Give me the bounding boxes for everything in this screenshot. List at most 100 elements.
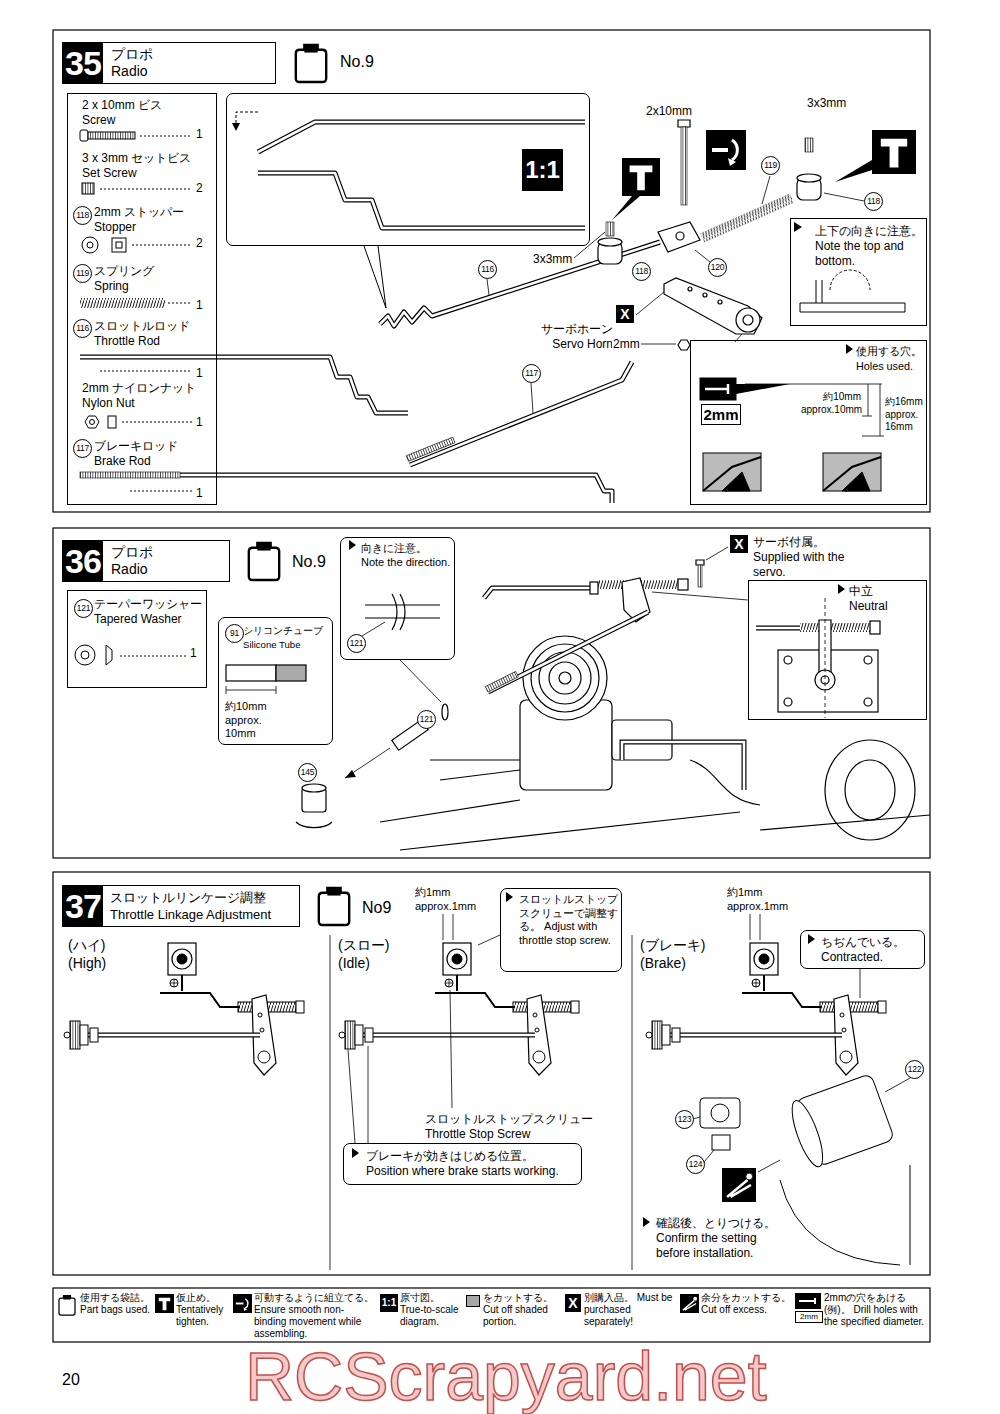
callout-number: 124 bbox=[686, 1155, 705, 1174]
adjustment-illustration bbox=[780, 1165, 910, 1265]
engine-illustration bbox=[678, 579, 688, 590]
instruction-icon bbox=[872, 130, 916, 174]
callout-number: 123 bbox=[675, 1110, 694, 1129]
instruction-icon bbox=[706, 130, 746, 170]
part-name: テーパーワッシャー Tapered Washer bbox=[94, 597, 204, 627]
detail-box: 使用する穴。 Holes used.2mm約10mm approx.10mm約1… bbox=[690, 340, 927, 505]
engine-illustration bbox=[845, 760, 895, 820]
rod-drawing bbox=[80, 472, 180, 478]
servo-inset bbox=[784, 656, 792, 664]
callout-number: 122 bbox=[905, 1060, 924, 1079]
engine-illustration bbox=[349, 540, 356, 550]
part-name: 2mm ストッパー Stopper bbox=[94, 205, 206, 235]
linkage-illustration bbox=[531, 383, 533, 413]
engine-illustration bbox=[276, 665, 306, 681]
watermark: RCScrapyard.net bbox=[245, 1340, 767, 1412]
linkage-illustration bbox=[410, 362, 632, 465]
detail-drawing bbox=[703, 453, 761, 491]
engine-illustration bbox=[365, 605, 440, 618]
quantity: 1 bbox=[196, 127, 203, 142]
legend-text: 原寸図。 True-to-scale diagram. bbox=[400, 1292, 462, 1328]
callout-number: 121 bbox=[347, 634, 366, 653]
adjustment-illustration bbox=[860, 968, 861, 998]
callout-number: 119 bbox=[73, 264, 92, 283]
callout-number: 145 bbox=[298, 763, 317, 782]
note-text: 向きに注意。 Note the direction. bbox=[361, 542, 453, 569]
servo-inset bbox=[756, 627, 800, 630]
parts-icons bbox=[122, 422, 192, 423]
part-name: 2 x 10mm ビス Screw bbox=[82, 98, 177, 128]
linkage-illustration bbox=[676, 232, 684, 240]
note-box: スロットルストップスクリューで調整する。 Adjust with throttl… bbox=[500, 888, 622, 972]
parts-icons bbox=[130, 491, 192, 492]
parts-icons bbox=[112, 238, 126, 252]
servo-inset bbox=[864, 656, 872, 664]
linkage-illustration bbox=[664, 278, 762, 334]
note-box: 上下の向きに注意。 Note the top and bottom. bbox=[790, 218, 927, 326]
step-header: 36プロポ Radio bbox=[62, 540, 230, 582]
servo-inset bbox=[838, 584, 845, 594]
screw-size: 3x3mm bbox=[806, 96, 847, 111]
engine-illustration bbox=[226, 540, 930, 850]
servo-inset bbox=[756, 626, 800, 631]
linkage-illustration bbox=[688, 287, 692, 291]
adjustment-illustration bbox=[711, 1104, 729, 1122]
legend-icon bbox=[155, 1294, 174, 1313]
detail-drawing bbox=[846, 344, 853, 354]
scale-mark: 1:1 bbox=[380, 1294, 398, 1312]
hole-size: 2mm bbox=[795, 1311, 823, 1323]
callout-number: 117 bbox=[522, 364, 541, 383]
bag-icon bbox=[296, 45, 326, 82]
parts-icons bbox=[108, 416, 116, 428]
step-number: 36 bbox=[63, 541, 103, 581]
adjustment-illustration bbox=[64, 892, 910, 1265]
engine-illustration bbox=[590, 582, 598, 594]
detail-drawing bbox=[794, 222, 802, 232]
rod-drawing bbox=[80, 112, 612, 503]
engine-illustration bbox=[442, 704, 448, 720]
panel-frame bbox=[330, 935, 331, 1270]
linkage-illustration bbox=[824, 193, 864, 201]
linkage-illustration bbox=[410, 362, 632, 465]
linkage-illustration bbox=[640, 344, 676, 345]
callout-number: 121 bbox=[417, 710, 436, 729]
nut-size: 2mm bbox=[612, 337, 641, 352]
part-name: スプリング Spring bbox=[94, 264, 184, 294]
rod-drawing bbox=[80, 357, 408, 413]
engine-illustration bbox=[622, 742, 744, 790]
callout-number: 118 bbox=[73, 206, 92, 225]
dimension: 約16mm approx. 16mm bbox=[885, 396, 925, 434]
callout-number: 118 bbox=[864, 192, 883, 211]
step-number: 37 bbox=[63, 886, 103, 926]
linkage-illustration bbox=[743, 315, 753, 325]
detail-drawing bbox=[705, 384, 728, 394]
adjustment-illustration bbox=[506, 892, 513, 902]
servo-inset bbox=[864, 698, 872, 706]
rod-drawing bbox=[258, 122, 585, 152]
callout-number: 120 bbox=[708, 258, 727, 277]
linkage-illustration bbox=[380, 242, 660, 326]
adjustment-illustration bbox=[348, 1050, 355, 1143]
servo-inset bbox=[784, 698, 792, 706]
legend-text: 余分をカットする。 Cut off excess. bbox=[701, 1292, 791, 1316]
servo-inset bbox=[825, 598, 826, 718]
note-text: スロットルストップスクリューで調整する。 Adjust with throttl… bbox=[519, 893, 619, 947]
linkage-illustration bbox=[380, 120, 872, 465]
parts-list: 121テーパーワッシャー Tapered Washer1 bbox=[67, 590, 207, 688]
dimension: 約10mm approx.10mm bbox=[801, 391, 861, 416]
purchase-mark: X bbox=[730, 535, 748, 553]
panel-frame bbox=[53, 30, 930, 512]
engine-illustration bbox=[392, 594, 405, 630]
screw-size: 2x10mm bbox=[645, 104, 693, 119]
legend-text: 仮止め。 Tentatively tighten. bbox=[176, 1292, 230, 1328]
purchase-mark: X bbox=[616, 305, 634, 323]
note-text: 上下の向きに注意。 Note the top and bottom. bbox=[815, 224, 923, 269]
parts-icons bbox=[100, 371, 192, 372]
rod-drawing bbox=[364, 246, 386, 308]
parts-icons bbox=[82, 237, 98, 253]
page-number: 20 bbox=[62, 1370, 80, 1390]
legend-text: 2mmの穴をあける(例)。 Drill holes with the speci… bbox=[824, 1292, 926, 1328]
engine-illustration bbox=[696, 560, 704, 565]
instruction-icon bbox=[622, 130, 916, 196]
